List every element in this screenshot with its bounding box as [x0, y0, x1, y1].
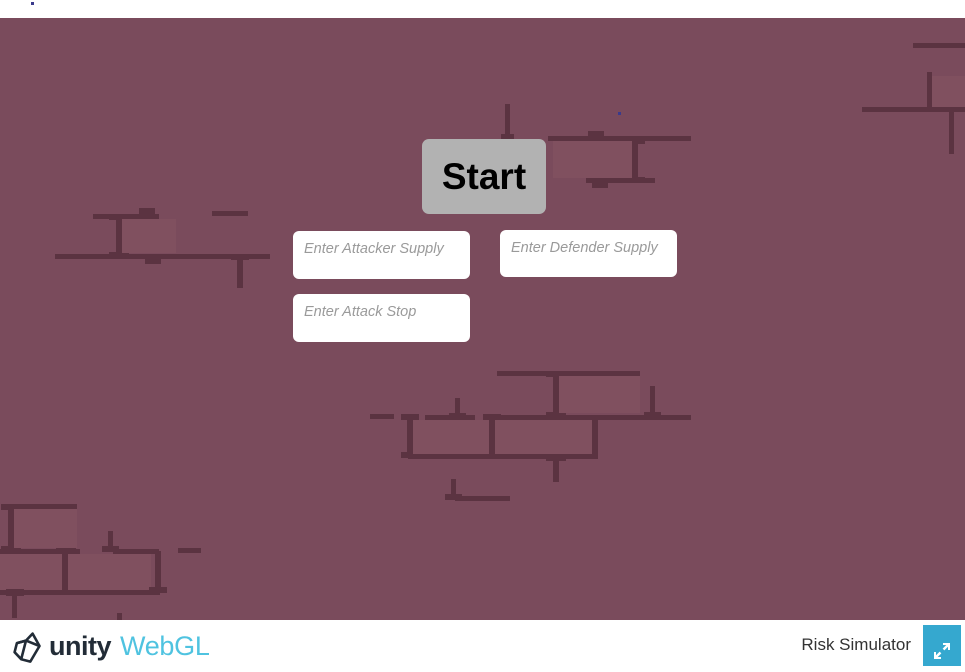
brick-line	[497, 371, 640, 376]
brick-face	[559, 376, 640, 413]
brick-line	[407, 417, 413, 457]
brick-face	[495, 420, 592, 454]
brick-line	[489, 417, 495, 457]
brick-line	[483, 414, 501, 420]
brick-face	[553, 141, 632, 178]
brick-line	[862, 107, 965, 112]
brick-line	[155, 551, 161, 591]
brick-line	[231, 254, 249, 260]
brick-line	[1, 504, 21, 510]
player-footer: unity WebGL Risk Simulator	[0, 620, 965, 672]
brick-line	[592, 182, 608, 188]
brick-line	[913, 43, 965, 48]
brick-line	[117, 613, 122, 620]
brick-line	[145, 258, 161, 264]
brick-line	[370, 414, 394, 419]
brick-line	[588, 131, 604, 137]
brick-line	[927, 72, 932, 112]
brick-line	[451, 479, 456, 497]
attack-stop-input[interactable]	[293, 294, 470, 342]
brick-line	[548, 136, 691, 141]
brick-line	[949, 112, 954, 154]
brick-line	[55, 254, 270, 259]
brick-line	[449, 413, 466, 419]
brick-line	[139, 208, 155, 215]
brick-line	[445, 494, 462, 500]
brick-line	[546, 454, 566, 461]
brick-line	[644, 412, 661, 419]
brick-line	[212, 211, 248, 216]
brick-line	[108, 531, 113, 549]
brick-face	[68, 554, 151, 590]
brick-line	[109, 214, 129, 220]
brick-line	[625, 138, 645, 144]
brick-line	[56, 548, 76, 555]
brick-line	[489, 415, 691, 420]
start-button[interactable]: Start	[422, 139, 546, 214]
app-title: Risk Simulator	[801, 635, 911, 654]
brick-line	[592, 417, 598, 457]
brick-line	[5, 504, 77, 509]
brick-line	[8, 507, 14, 551]
brick-face	[932, 76, 965, 107]
stray-pixel-artifact	[618, 112, 621, 115]
brick-line	[455, 398, 460, 416]
brick-face	[14, 509, 77, 548]
brick-line	[102, 546, 119, 552]
brick-line	[632, 138, 638, 183]
brick-line	[116, 216, 122, 258]
stray-pixel-artifact	[31, 2, 34, 5]
brick-line	[0, 590, 160, 595]
brick-line	[12, 593, 17, 618]
brick-line	[553, 457, 559, 482]
brick-line	[6, 589, 24, 596]
game-canvas[interactable]: Start	[0, 18, 965, 620]
brick-face	[413, 420, 489, 454]
attacker-supply-input[interactable]	[293, 231, 470, 279]
unity-cube-icon	[9, 629, 43, 663]
defender-supply-input[interactable]	[500, 230, 677, 277]
brick-line	[178, 548, 201, 553]
brick-face	[0, 554, 62, 590]
webgl-wordmark: WebGL	[120, 631, 210, 661]
brick-line	[0, 549, 80, 554]
brick-face	[122, 219, 176, 253]
brick-line	[455, 496, 510, 501]
brick-line	[237, 258, 243, 288]
brick-line	[501, 134, 514, 140]
unity-wordmark: unity	[49, 631, 112, 661]
brick-line	[408, 454, 598, 459]
brick-line	[650, 386, 655, 418]
fullscreen-expand-icon	[923, 642, 961, 660]
brick-line	[586, 178, 655, 183]
brick-line	[401, 414, 419, 420]
unity-logo: unity WebGL	[9, 628, 210, 664]
brick-line	[546, 371, 566, 377]
brick-line	[553, 374, 559, 420]
fullscreen-button[interactable]	[923, 625, 961, 666]
brick-line	[113, 549, 159, 554]
brick-line	[62, 551, 68, 593]
brick-line	[505, 104, 510, 137]
